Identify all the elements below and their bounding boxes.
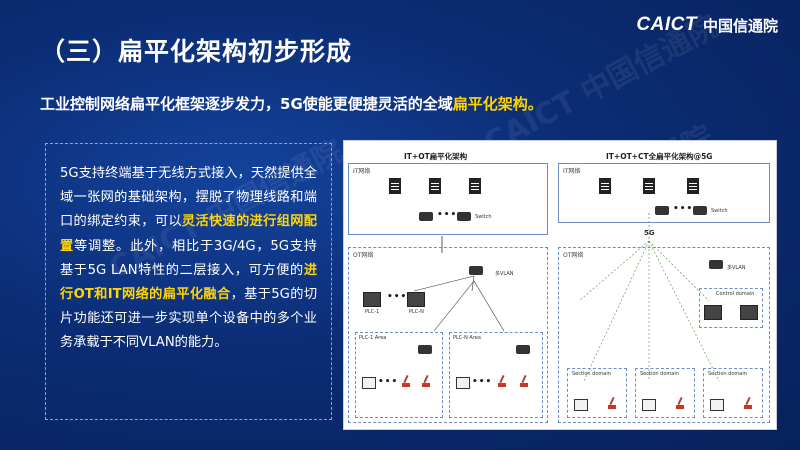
building-icon <box>643 178 655 194</box>
panel-text-3: ，基于5G的切片功能还可进一步实现单个设备中的多个业务承载于不同VLAN的能力。 <box>60 287 318 351</box>
switch-label: Switch <box>475 214 492 220</box>
robot-arm-icon <box>606 397 618 409</box>
control-domain: Control domain <box>699 288 763 328</box>
subtitle-main: 工业控制网络扁平化框架逐步发力，5G使能更便捷灵活的全域 <box>40 95 453 113</box>
logo-caict-text: CAICT <box>636 14 697 35</box>
ellipsis: ••• <box>673 204 694 214</box>
robot-arm-icon <box>420 375 432 387</box>
right-it-label: IT网络 <box>563 168 581 175</box>
panel-text-1: 5G支持终端基于无线方式接入，天然提供全域一张网的基础架构，摆脱了物理线路和端口… <box>60 166 317 230</box>
section-domain-3: Section domain <box>703 368 763 418</box>
logo-cn-text: 中国信通院 <box>702 16 778 35</box>
caict-logo: CAICT 中国信通院 <box>636 14 778 36</box>
building-icon <box>389 178 401 194</box>
right-it-zone: IT网络 ••• Switch <box>558 163 770 223</box>
device-icon <box>456 377 470 389</box>
plc1-label: PLC-1 <box>365 309 380 315</box>
right-ot-label: OT网络 <box>563 252 584 259</box>
ellipsis: ••• <box>387 292 408 302</box>
section-domain-2: Section domain <box>635 368 695 418</box>
section-domain-1: Section domain <box>567 368 627 418</box>
building-icon <box>429 178 441 194</box>
plc-icon <box>407 292 425 307</box>
building-icon <box>469 178 481 194</box>
section-domain-label: Section domain <box>708 371 747 377</box>
right-ot-zone: OT网络 多VLAN Control domain Section domain… <box>558 247 770 423</box>
switch-icon <box>693 206 707 215</box>
left-diagram-title: IT+OT扁平化架构 <box>404 152 468 161</box>
left-it-zone: IT网络 ••• Switch <box>348 163 548 235</box>
ellipsis: ••• <box>472 377 493 387</box>
building-icon <box>599 178 611 194</box>
device-icon <box>642 399 656 411</box>
robot-arm-icon <box>518 375 530 387</box>
5g-label: 5G <box>644 229 655 237</box>
switch-icon <box>457 212 471 221</box>
section-domain-label: Section domain <box>640 371 679 377</box>
switch-label: Switch <box>711 208 728 214</box>
plcn-area: PLC-N Area ••• <box>449 332 543 418</box>
ellipsis: ••• <box>437 210 458 220</box>
plc1-area: PLC-1 Area ••• <box>355 332 443 418</box>
arean-label: PLC-N Area <box>453 335 481 341</box>
device-icon <box>574 399 588 411</box>
panel-text-2: 等调整。此外，相比于3G/4G，5G支持基于5G LAN特性的二层接入，可方便的 <box>60 238 317 278</box>
section-domain-label: Section domain <box>572 371 611 377</box>
switch-icon <box>655 206 669 215</box>
plcn-label: PLC-N <box>409 309 424 315</box>
ellipsis: ••• <box>378 377 399 387</box>
subtitle-highlight: 扁平化架构。 <box>452 95 543 113</box>
architecture-figure: IT+OT扁平化架构 IT网络 ••• Switch OT网络 多VLAN PL… <box>343 140 777 430</box>
device-icon <box>710 399 724 411</box>
area1-label: PLC-1 Area <box>359 335 387 341</box>
right-diagram-title: IT+OT+CT全扁平化架构@5G <box>606 152 713 161</box>
plc-icon <box>363 292 381 307</box>
switch-icon <box>419 212 433 221</box>
control-domain-label: Control domain <box>716 291 755 297</box>
vlan-label: 多VLAN <box>727 265 746 271</box>
robot-arm-icon <box>496 375 508 387</box>
description-panel: 5G支持终端基于无线方式接入，天然提供全域一张网的基础架构，摆脱了物理线路和端口… <box>45 143 332 420</box>
robot-arm-icon <box>742 397 754 409</box>
panel-highlight-2: 进行OT和IT网络的扁平化融合 <box>60 262 317 303</box>
plc-icon <box>704 305 722 320</box>
vlan-switch-icon <box>709 260 723 269</box>
switch-icon <box>516 345 530 354</box>
panel-bold-1: 灵活快速的进行组网配置 <box>60 214 317 254</box>
robot-arm-icon <box>674 397 686 409</box>
left-it-label: IT网络 <box>353 168 371 175</box>
figure-lines <box>413 213 720 382</box>
slide-subtitle: 工业控制网络扁平化框架逐步发力，5G使能更便捷灵活的全域扁平化架构。 <box>40 93 543 114</box>
left-ot-label: OT网络 <box>353 252 374 259</box>
vlan-label: 多VLAN <box>495 271 514 277</box>
switch-icon <box>418 345 432 354</box>
building-icon <box>687 178 699 194</box>
vlan-switch-icon <box>469 266 483 275</box>
device-icon <box>362 377 376 389</box>
robot-arm-icon <box>400 375 412 387</box>
plc-icon <box>740 305 758 320</box>
left-ot-zone: OT网络 多VLAN PLC-1 ••• PLC-N PLC-1 Area ••… <box>348 247 548 423</box>
slide-title: （三）扁平化架构初步形成 <box>40 37 353 66</box>
